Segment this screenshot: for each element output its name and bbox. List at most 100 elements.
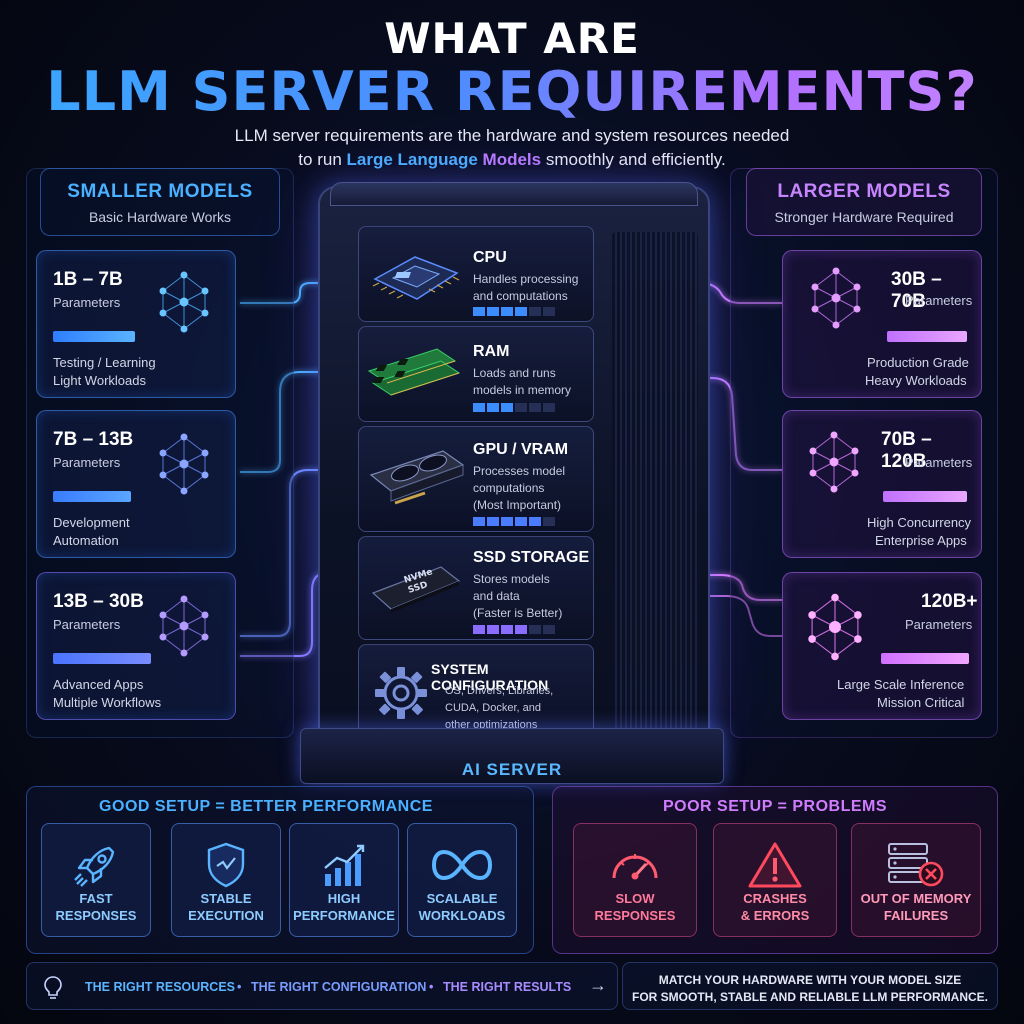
footer-summary-bar: THE RIGHT RESOURCES • THE RIGHT CONFIGUR… bbox=[26, 962, 618, 1010]
tile-label: CRASHES & ERRORS bbox=[740, 891, 810, 923]
component-level-bars bbox=[473, 625, 555, 634]
model-use-line-1: High Concurrency bbox=[867, 515, 972, 530]
tile-label: SLOW RESPONSES bbox=[594, 891, 676, 923]
rocket-icon bbox=[74, 846, 115, 887]
tile-label: SCALABLE WORKLOADS bbox=[418, 891, 506, 923]
component-ssd: NVMe SSD SSD STORAGE Stores models and d… bbox=[358, 536, 594, 640]
tile-scalable-workloads: SCALABLE WORKLOADS bbox=[407, 823, 517, 937]
server-label: AI SERVER bbox=[461, 760, 563, 779]
tile-fast-responses: FAST RESPONSES bbox=[41, 823, 151, 937]
footer-bullet-1: • bbox=[237, 980, 242, 994]
model-use-line-2: Enterprise Apps bbox=[875, 533, 967, 548]
ram-icon bbox=[367, 348, 461, 396]
model-card-7b-13b: 7B – 13B Parameters Development Automati… bbox=[36, 410, 236, 558]
component-level-bars bbox=[473, 403, 555, 412]
tile-out-of-memory: OUT OF MEMORY FAILURES bbox=[851, 823, 981, 937]
title-line-2: LLM SERVER REQUIREMENTS? bbox=[0, 60, 1024, 123]
component-description: Stores models and data (Faster is Better… bbox=[473, 572, 563, 620]
model-card-30b-70b: 30B – 70B Parameters Production Grade He… bbox=[782, 250, 982, 398]
level-segment bbox=[501, 517, 513, 526]
level-segment bbox=[543, 403, 555, 412]
component-title: GPU / VRAM bbox=[473, 441, 569, 458]
tile-label: FAST RESPONSES bbox=[55, 891, 137, 923]
level-segment bbox=[487, 307, 499, 316]
level-segment bbox=[473, 625, 485, 634]
larger-models-header: LARGER MODELS Stronger Hardware Required bbox=[746, 168, 982, 236]
component-description: OS, Drivers, Libraries, CUDA, Docker, an… bbox=[445, 685, 554, 731]
subtitle-line-1: LLM server requirements are the hardware… bbox=[234, 126, 790, 145]
component-gpu: GPU / VRAM Processes model computations … bbox=[358, 426, 594, 532]
neural-network-icon bbox=[159, 271, 209, 333]
growth-chart-icon bbox=[324, 844, 365, 886]
model-range: 120B+ bbox=[921, 591, 978, 612]
footer-item-results: THE RIGHT RESULTS bbox=[443, 980, 572, 994]
capacity-bar bbox=[53, 491, 131, 502]
footer-bullet-2: • bbox=[429, 980, 434, 994]
level-segment bbox=[501, 307, 513, 316]
footer-message: MATCH YOUR HARDWARE WITH YOUR MODEL SIZE… bbox=[632, 973, 988, 1004]
model-range: 1B – 7B bbox=[53, 269, 123, 290]
footer-item-resources: THE RIGHT RESOURCES bbox=[85, 980, 236, 994]
wire-small-1 bbox=[240, 282, 342, 304]
component-level-bars bbox=[473, 517, 555, 526]
wire-large-3 bbox=[620, 574, 782, 601]
smaller-models-subheading: Basic Hardware Works bbox=[88, 209, 232, 225]
model-use-line-1: Production Grade bbox=[867, 355, 969, 370]
level-segment bbox=[515, 307, 527, 316]
capacity-bar bbox=[53, 653, 151, 664]
wire-small-3a bbox=[240, 469, 342, 637]
infinity-icon bbox=[431, 849, 493, 881]
level-segment bbox=[473, 403, 485, 412]
component-description: Handles processing and computations bbox=[473, 272, 579, 303]
component-title: SYSTEM CONFIGURATION bbox=[431, 661, 549, 693]
model-use-line-1: Large Scale Inference bbox=[837, 677, 965, 692]
tile-crashes-errors: CRASHES & ERRORS bbox=[713, 823, 837, 937]
model-use-line-2: Multiple Workflows bbox=[53, 695, 162, 710]
level-segment bbox=[529, 517, 541, 526]
model-param-label: Parameters bbox=[905, 617, 973, 632]
server-base bbox=[300, 728, 724, 784]
model-range: 70B – 120B bbox=[881, 429, 932, 472]
capacity-bar bbox=[883, 491, 967, 502]
capacity-bar bbox=[887, 331, 967, 342]
model-use-line-2: Light Workloads bbox=[53, 373, 146, 388]
larger-models-heading: LARGER MODELS bbox=[777, 181, 951, 202]
model-param-label: Parameters bbox=[53, 295, 121, 310]
server-error-icon bbox=[888, 843, 944, 887]
model-card-120b-plus: 120B+ Parameters Large Scale Inference M… bbox=[782, 572, 982, 720]
shield-icon bbox=[207, 842, 245, 888]
component-title: SSD STORAGE bbox=[473, 549, 590, 566]
level-segment bbox=[501, 403, 513, 412]
level-segment bbox=[515, 403, 527, 412]
tile-label: OUT OF MEMORY FAILURES bbox=[860, 891, 972, 923]
model-use-line-2: Heavy Workloads bbox=[865, 373, 967, 388]
footer-item-configuration: THE RIGHT CONFIGURATION bbox=[251, 980, 427, 994]
model-card-13b-30b: 13B – 30B Parameters Advanced Apps Multi… bbox=[36, 572, 236, 720]
gear-icon bbox=[375, 667, 427, 719]
capacity-bar bbox=[53, 331, 135, 342]
level-segment bbox=[487, 625, 499, 634]
model-param-label: Parameters bbox=[905, 293, 973, 308]
tile-high-performance: HIGH PERFORMANCE bbox=[289, 823, 399, 937]
tile-label: HIGH PERFORMANCE bbox=[293, 891, 395, 923]
component-description: Processes model computations (Most Impor… bbox=[473, 464, 566, 512]
level-segment bbox=[529, 403, 541, 412]
model-use-line-1: Development bbox=[53, 515, 130, 530]
footer-message-box: MATCH YOUR HARDWARE WITH YOUR MODEL SIZE… bbox=[622, 962, 998, 1010]
model-use-line-2: Mission Critical bbox=[877, 695, 965, 710]
server-vent-grill bbox=[612, 232, 698, 732]
good-setup-title: GOOD SETUP = BETTER PERFORMANCE bbox=[99, 798, 433, 815]
subtitle-line-2: to run Large Language Models smoothly an… bbox=[0, 148, 1024, 172]
model-use-line-1: Testing / Learning bbox=[53, 355, 156, 370]
level-segment bbox=[515, 625, 527, 634]
capacity-bar bbox=[881, 653, 969, 664]
level-segment bbox=[543, 517, 555, 526]
model-card-70b-120b: 70B – 120B Parameters High Concurrency E… bbox=[782, 410, 982, 558]
wire-large-4 bbox=[690, 595, 782, 637]
model-range: 13B – 30B bbox=[53, 591, 144, 612]
component-description: Loads and runs models in memory bbox=[473, 366, 572, 397]
subtitle: LLM server requirements are the hardware… bbox=[0, 124, 1024, 172]
model-range: 30B – 70B bbox=[891, 269, 942, 312]
level-segment bbox=[487, 403, 499, 412]
smaller-models-heading: SMALLER MODELS bbox=[67, 181, 253, 202]
